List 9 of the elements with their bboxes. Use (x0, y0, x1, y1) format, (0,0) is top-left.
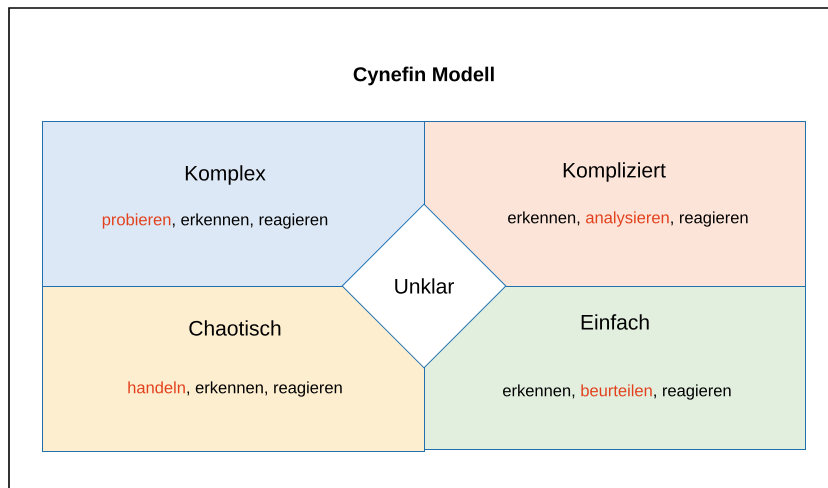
panel-heading: Kompliziert (564, 162, 666, 182)
action-list: erkennen, beurteilen, reagieren (503, 384, 731, 400)
action-list: erkennen, analysieren, reagieren (508, 211, 748, 227)
panel-heading: Einfach (582, 314, 649, 330)
panel-heading: Komplex (186, 165, 266, 185)
title: Cynefin Modell (354, 66, 494, 86)
action-list: probieren, erkennen, reagieren (102, 213, 328, 229)
action-list: handeln, erkennen, reagieren (128, 381, 342, 397)
panel-heading: Chaotisch (189, 320, 280, 336)
